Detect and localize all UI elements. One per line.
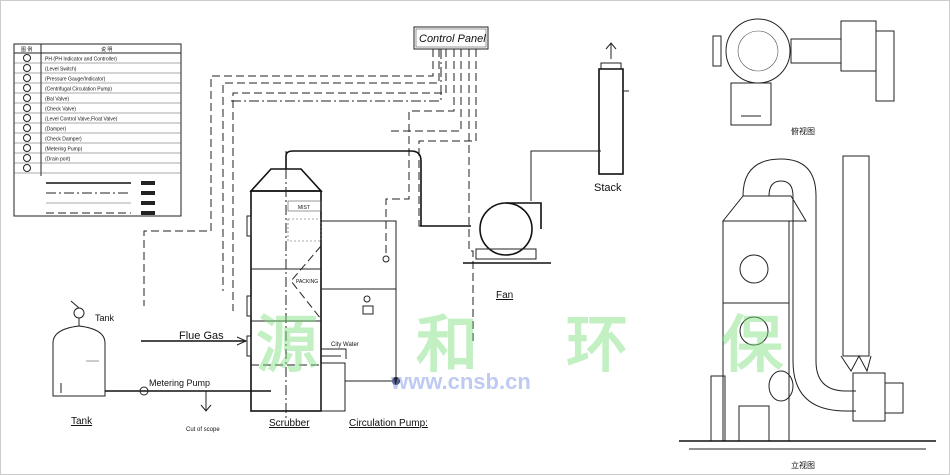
legend-item-label: (Level Switch) (45, 67, 77, 73)
flue-gas-label: Flue Gas (179, 330, 224, 342)
stack: Stack (594, 42, 629, 194)
metering-pump-label: Metering Pump (149, 378, 210, 388)
centrifugal-pump-icon (23, 84, 31, 92)
metering-pump-icon (23, 144, 31, 152)
elevation-view: 立视图 (679, 155, 936, 470)
top-view: 俯视图 (712, 18, 895, 136)
exhaust-fan: Fan (463, 150, 601, 301)
float-valve-icon (23, 114, 31, 122)
legend-item-label: (Check Valve) (45, 107, 76, 113)
ph-controller-icon (23, 54, 31, 62)
legend-item-label: (Drain port) (45, 157, 71, 163)
metering-pump-icon (139, 386, 149, 396)
watermark-char: 源 (256, 308, 318, 381)
stack-label: Stack (594, 182, 622, 194)
pressure-gauge-icon (382, 255, 390, 263)
top-view-label: 俯视图 (791, 126, 815, 136)
legend-item-label: (Level Control Valve,Float Valve) (45, 117, 118, 123)
legend-line-caption (141, 201, 155, 205)
watermark: 源 和 环 保 www.cnsb.cn (256, 308, 784, 394)
watermark-url: www.cnsb.cn (390, 369, 531, 394)
packing-label: PACKING (296, 279, 318, 285)
circulation-pump-title: Circulation Pump: (349, 418, 428, 429)
control-panel: Control Panel (413, 26, 489, 50)
scrubber-tower: MIST PACKING Scrubber (246, 151, 346, 429)
ball-valve-icon (23, 94, 31, 102)
pressure-gauge-icon (23, 74, 31, 82)
tank-top-label: Tank (95, 313, 115, 323)
legend-item-label: (Check Damper) (45, 137, 82, 143)
legend-line-caption (141, 191, 155, 195)
watermark-char: 环 (566, 308, 628, 381)
legend-table: 图 例 说 明 PH (PH Indicator and Controller)… (13, 43, 182, 217)
legend-header-symbol: 图 例 (21, 46, 32, 53)
legend-line-caption (141, 211, 155, 215)
legend-item-label: (Pressure Gauge/Indicator) (45, 77, 106, 83)
chemical-tank: Tank Tank (52, 300, 115, 427)
mist-label: MIST (298, 205, 310, 211)
legend-item-label: (Centrifugal Circulation Pump) (45, 87, 112, 93)
watermark-char: 保 (721, 308, 784, 381)
legend-item-label: PH (PH Indicator and Controller) (45, 57, 117, 63)
level-switch-icon (23, 64, 31, 72)
tank-icon (23, 164, 31, 172)
ph-sensor-icon (363, 295, 371, 303)
check-valve-icon (23, 104, 31, 112)
drain-port-icon (23, 154, 31, 162)
watermark-char: 和 (416, 308, 478, 381)
damper-icon (23, 124, 31, 132)
circulation-pump-icon (392, 377, 400, 385)
legend-line-caption (141, 181, 155, 185)
legend-header-desc: 说 明 (101, 46, 112, 53)
elevation-view-label: 立视图 (791, 460, 815, 470)
fan-title: Fan (496, 290, 513, 301)
scrubber-title: Scrubber (269, 418, 310, 429)
tank-title: Tank (71, 416, 93, 427)
control-panel-label: Control Panel (419, 33, 486, 45)
city-water-label: City Water (331, 342, 359, 348)
cut-of-scope-label: Cut of scope (186, 427, 220, 433)
legend-item-label: (Bal Valve) (45, 97, 69, 103)
check-damper-icon (23, 134, 31, 142)
legend-item-label: (Damper) (45, 127, 66, 133)
legend-item-label: (Metering Pump) (45, 147, 83, 153)
